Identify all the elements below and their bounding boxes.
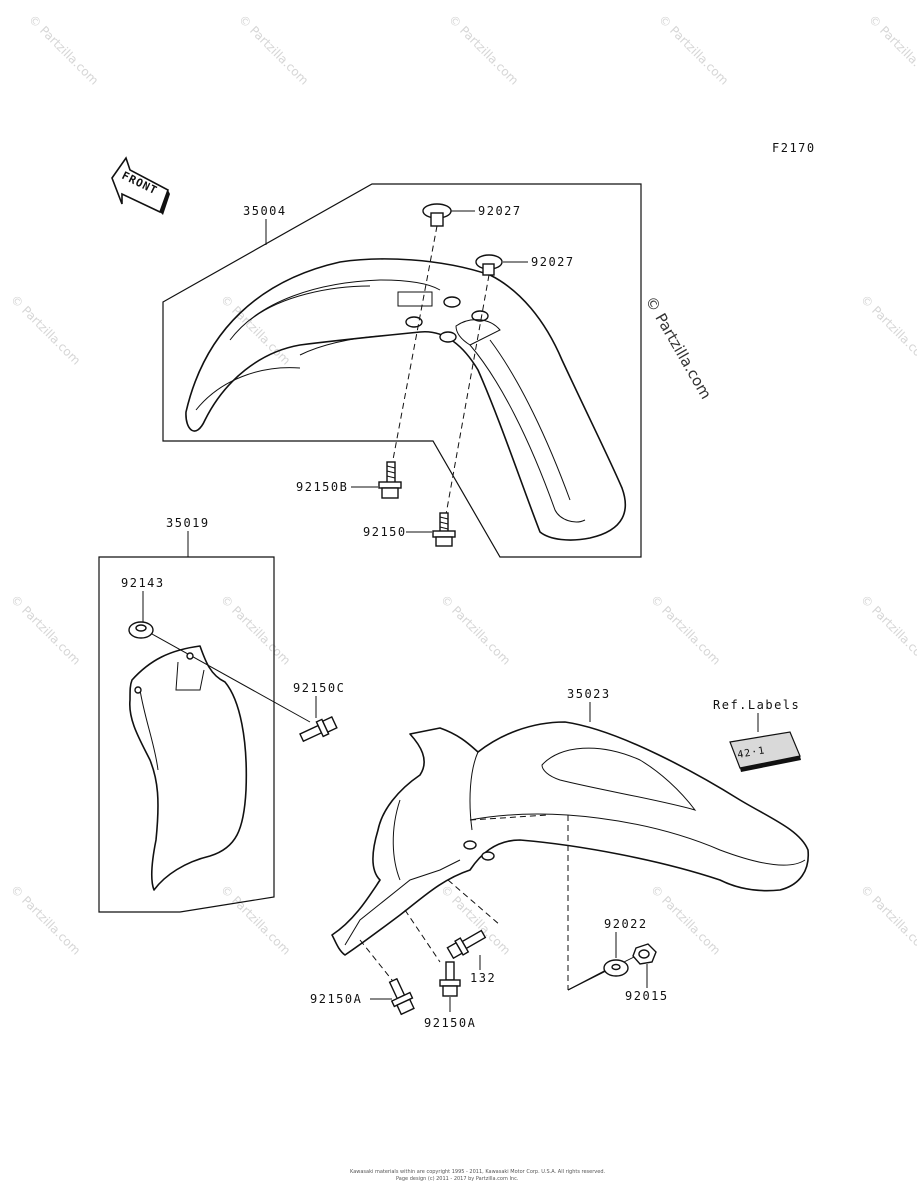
- washer-92022: [603, 959, 629, 977]
- watermark: © Partzilla.com: [446, 12, 521, 87]
- watermark: © Partzilla.com: [8, 592, 83, 667]
- grommet-92027-a: [422, 203, 452, 227]
- figure-code: F2170: [772, 141, 816, 155]
- watermark: © Partzilla.com: [218, 882, 293, 957]
- side-watermark: © Partzilla.com: [642, 293, 715, 402]
- label-92027-b: 92027: [531, 255, 575, 269]
- nut-92015: [632, 943, 657, 965]
- front-fender-frame: [162, 183, 642, 558]
- decal-icon: 42·1: [729, 731, 801, 772]
- label-132: 132: [470, 971, 496, 985]
- watermark: © Partzilla.com: [656, 12, 731, 87]
- label-92027-a: 92027: [478, 204, 522, 218]
- watermark: © Partzilla.com: [866, 12, 917, 87]
- collar-92143: [128, 621, 154, 639]
- watermark: © Partzilla.com: [858, 882, 917, 957]
- label-92022: 92022: [604, 917, 648, 931]
- watermark: © Partzilla.com: [858, 292, 917, 367]
- bolt-92150b: [378, 461, 402, 499]
- ref-labels-title: Ref.Labels: [713, 698, 800, 712]
- bolt-92150: [432, 512, 456, 547]
- label-92150a-1: 92150A: [310, 992, 362, 1006]
- watermark: © Partzilla.com: [218, 292, 293, 367]
- label-92150b: 92150B: [296, 480, 348, 494]
- bolt-92150a-1: [388, 977, 415, 1016]
- label-35023: 35023: [567, 687, 611, 701]
- watermark: © Partzilla.com: [26, 12, 101, 87]
- front-arrow-icon: FRONT: [111, 156, 170, 215]
- ref-labels-group: Ref.Labels 42·1: [713, 698, 801, 772]
- watermark: © Partzilla.com: [648, 592, 723, 667]
- label-92150a-2: 92150A: [424, 1016, 476, 1030]
- watermark: © Partzilla.com: [858, 592, 917, 667]
- label-35004: 35004: [243, 204, 287, 218]
- watermark: © Partzilla.com: [218, 592, 293, 667]
- watermark: © Partzilla.com: [8, 292, 83, 367]
- fork-guard-group: 35019 92143 92150C: [98, 516, 345, 913]
- rear-fender: [331, 721, 809, 956]
- grommet-92027-b: [475, 254, 503, 276]
- fork-guard-frame: [98, 556, 275, 913]
- front-fender-group: 92027 92027 92150B 92150 35004: [162, 183, 642, 558]
- watermark: © Partzilla.com: [236, 12, 311, 87]
- front-fender: [185, 258, 627, 541]
- label-92150c: 92150C: [293, 681, 345, 695]
- fork-guard: [129, 645, 248, 891]
- bolt-92150c: [299, 716, 338, 743]
- rear-fender-group: 35023 92022 92015: [310, 687, 809, 1030]
- label-92150: 92150: [363, 525, 407, 539]
- bolt-132: [446, 929, 487, 960]
- footer-design: Page design (c) 2011 - 2017 by Partzilla…: [396, 1176, 519, 1182]
- decal-text: 42·1: [737, 745, 767, 761]
- label-92143: 92143: [121, 576, 165, 590]
- label-92015: 92015: [625, 989, 669, 1003]
- label-35019: 35019: [166, 516, 210, 530]
- bolt-92150a-2: [439, 961, 461, 997]
- watermark: © Partzilla.com: [648, 882, 723, 957]
- watermark: © Partzilla.com: [8, 882, 83, 957]
- footer-copyright: Kawasaki materials within are copyright …: [350, 1169, 606, 1175]
- watermark: © Partzilla.com: [438, 592, 513, 667]
